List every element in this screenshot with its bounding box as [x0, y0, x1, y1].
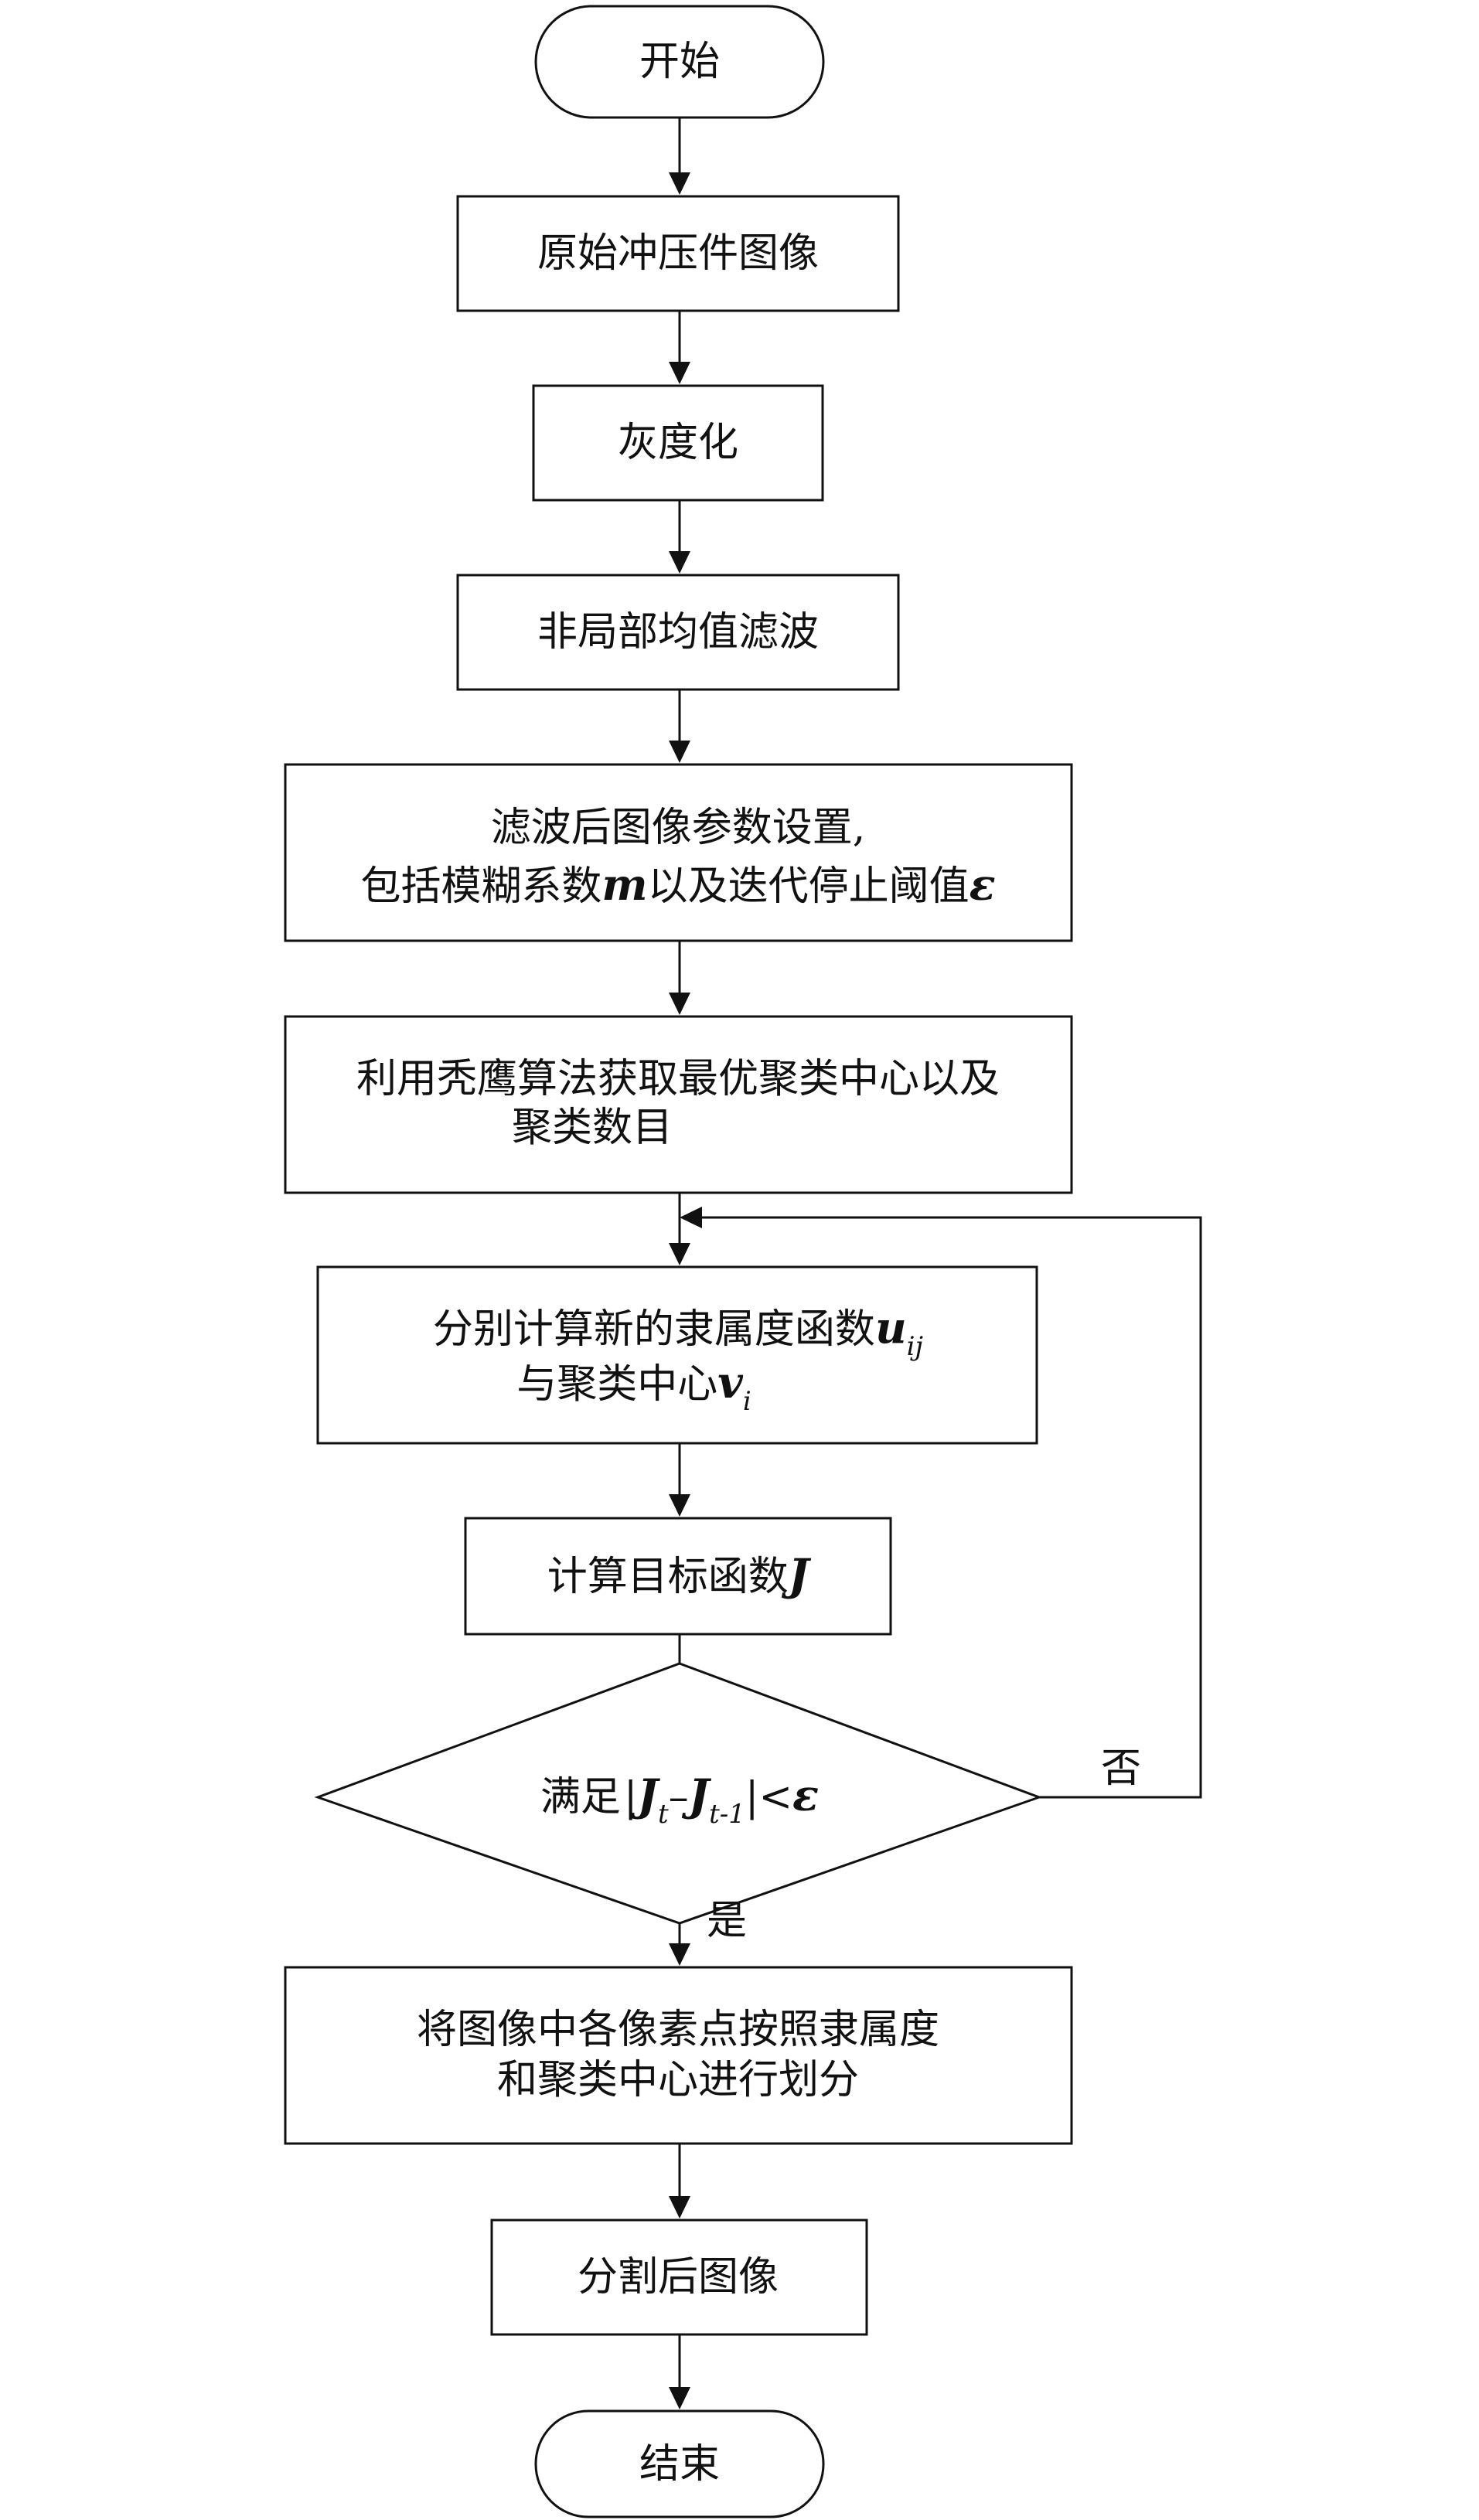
compute-line1-text: 分别计算新的隶属度函数	[433, 1306, 875, 1353]
objective-label: 计算目标函数J	[547, 1550, 812, 1601]
compute-line2-text: 与聚类中心	[516, 1361, 717, 1408]
params-m-var: m	[601, 860, 647, 911]
params-eps-var: ε	[970, 860, 996, 911]
params-line2-mid: 以及迭代停止阈值	[648, 863, 970, 910]
objective-text: 计算目标函数	[547, 1554, 789, 1600]
end-node: 结束	[534, 2409, 825, 2518]
compute-v-var: v	[717, 1357, 744, 1408]
arrow-partition-to-segmented	[669, 2144, 690, 2219]
params-line2-pre: 包括模糊系数	[360, 863, 601, 910]
arrow-start-to-original	[669, 117, 690, 195]
no-label: 否	[1101, 1745, 1141, 1792]
eagle-line1: 利用秃鹰算法获取最优聚类中心以及	[356, 1056, 1000, 1102]
decision-text: 满足	[540, 1774, 621, 1820]
decision-t1-sub: t-1	[709, 1799, 745, 1830]
segmented-label: 分割后图像	[578, 2254, 779, 2300]
start-label: 开始	[639, 39, 720, 85]
decision-t-sub: t	[658, 1799, 669, 1830]
nlm-filter-node: 非局部均值滤波	[456, 574, 900, 691]
nlm-filter-label: 非局部均值滤波	[537, 609, 819, 656]
decision-node: 满足|Jt–Jt-1|<ε	[314, 1662, 1043, 1925]
arrow-params-to-eagle	[669, 941, 690, 1015]
grayscale-node: 灰度化	[532, 384, 824, 502]
params-line1: 滤波后图像参数设置,	[491, 805, 866, 851]
arrow-filter-to-params	[669, 690, 690, 763]
original-image-node: 原始冲压件图像	[456, 195, 900, 312]
objective-node: 计算目标函数J	[464, 1517, 892, 1636]
compute-v-sub: i	[743, 1386, 751, 1417]
params-node: 滤波后图像参数设置, 包括模糊系数m以及迭代停止阈值ε	[284, 763, 1073, 942]
params-line2: 包括模糊系数m以及迭代停止阈值ε	[360, 860, 995, 911]
compute-u-sub: ij	[907, 1331, 924, 1362]
compute-u-var: u	[875, 1303, 907, 1354]
arrow-grayscale-to-filter	[669, 500, 690, 574]
decision-lt: <	[758, 1774, 792, 1820]
arrow-segmented-to-end	[669, 2334, 690, 2409]
original-image-label: 原始冲压件图像	[537, 230, 819, 277]
arrow-decision-to-partition: 是	[669, 1898, 747, 1966]
arrow-original-to-grayscale	[669, 311, 690, 384]
end-label: 结束	[639, 2441, 720, 2488]
decision-minus: –	[669, 1774, 689, 1820]
partition-line1: 将图像中各像素点按照隶属度	[417, 2007, 939, 2053]
loop-no-edge: 否	[680, 1207, 1202, 1799]
decision-label: 满足|Jt–Jt-1|<ε	[540, 1770, 819, 1830]
compute-line1: 分别计算新的隶属度函数uij	[433, 1303, 924, 1362]
partition-node: 将图像中各像素点按照隶属度 和聚类中心进行划分	[284, 1966, 1073, 2145]
eagle-line2: 聚类数目	[512, 1105, 673, 1151]
decision-eps-var: ε	[792, 1770, 819, 1821]
segmented-node: 分割后图像	[490, 2219, 868, 2336]
grayscale-label: 灰度化	[618, 420, 738, 466]
arrow-eagle-to-compute	[669, 1193, 690, 1265]
start-node: 开始	[534, 5, 825, 119]
eagle-node: 利用秃鹰算法获取最优聚类中心以及 聚类数目	[284, 1015, 1073, 1194]
compute-line2: 与聚类中心vi	[516, 1357, 751, 1417]
yes-label: 是	[707, 1898, 747, 1944]
partition-line2: 和聚类中心进行划分	[497, 2057, 859, 2103]
compute-node: 分别计算新的隶属度函数uij 与聚类中心vi	[316, 1265, 1038, 1445]
arrow-compute-to-objective	[669, 1443, 690, 1517]
